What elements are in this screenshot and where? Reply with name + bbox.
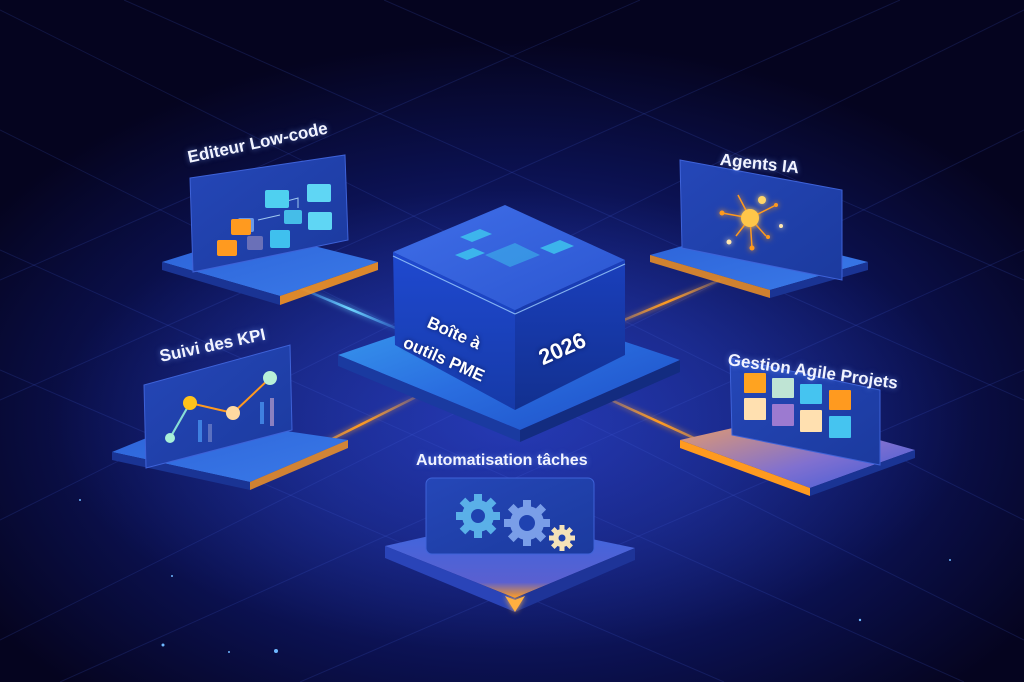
module-label-automation: Automatisation tâches: [416, 452, 588, 469]
kanban-board-icon: [744, 373, 851, 438]
cube-top-chip-icon: [455, 229, 574, 267]
gears-icon: [456, 494, 575, 551]
line-chart-icon: [165, 371, 277, 443]
ai-network-star-icon: [719, 194, 783, 251]
flowchart-blocks-icon: [217, 184, 332, 256]
